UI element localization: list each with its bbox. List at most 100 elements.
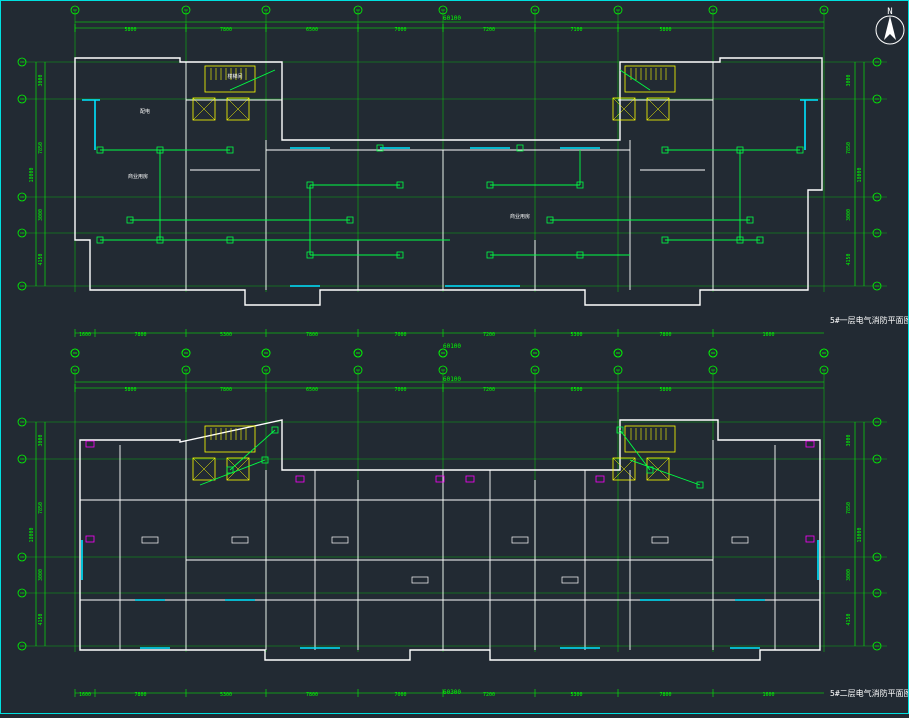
fire-device-1: [271, 426, 279, 434]
right-dim-0: 3000: [846, 74, 852, 86]
sanitary-fixture-0: [85, 535, 95, 543]
top-dim-4: 7200: [483, 27, 495, 33]
top-dim-2: 6500: [306, 387, 318, 393]
right-dim-0: 3000: [846, 434, 852, 446]
axis-bubble-left-3: [17, 228, 27, 238]
axis-bubble-bottom-2: [261, 348, 271, 358]
fire-device-25: [516, 144, 524, 152]
fire-device-17: [661, 236, 669, 244]
axis-bubble-left-1: [17, 94, 27, 104]
fire-device-5: [226, 236, 234, 244]
bottom-dim-6: 5300: [570, 692, 582, 698]
sanitary-fixture-6: [435, 475, 445, 483]
fire-device-15: [736, 146, 744, 154]
fire-device-7: [396, 181, 404, 189]
left-dim-2: 3000: [38, 569, 44, 581]
fire-device-22: [126, 216, 134, 224]
plan2-total-dim: 60100: [443, 376, 461, 383]
fire-device-5: [696, 481, 704, 489]
top-dim-3: 7000: [394, 387, 406, 393]
elevator-x2-0-a: [192, 97, 216, 121]
fire-device-21: [546, 216, 554, 224]
axis-bubble-top-1: [181, 365, 191, 375]
right-dim-1: 7850: [846, 142, 852, 154]
axis-bubble-top-8: [819, 5, 829, 15]
axis-bubble-left-4: [17, 281, 27, 291]
axis-bubble-right-3: [872, 228, 882, 238]
top-dim-6: 5800: [659, 27, 671, 33]
axis-bubble-left-1: [17, 454, 27, 464]
fire-device-4: [616, 426, 624, 434]
axis-bubble-left-4: [17, 641, 27, 651]
elevator-x2-1-b: [646, 457, 670, 481]
elevator-0-b: [226, 97, 250, 121]
wiring-run-3: [629, 459, 701, 486]
bottom-dim-1: 7800: [134, 692, 146, 698]
fire-device-14: [661, 146, 669, 154]
top-dim-0: 5800: [124, 27, 136, 33]
furniture-4: [511, 536, 529, 544]
elevator-x2-0-b: [226, 457, 250, 481]
axis-bubble-top-7: [708, 365, 718, 375]
bottom-dim-8: 1600: [762, 692, 774, 698]
sanitary-fixture-3: [805, 440, 815, 448]
right-dim-3: 4150: [846, 613, 852, 625]
room-label-1: 配电: [140, 108, 150, 115]
axis-bubble-top-3: [353, 5, 363, 15]
axis-bubble-right-4: [872, 281, 882, 291]
axis-bubble-top-4: [438, 5, 448, 15]
bottom-dim-6: 5300: [570, 332, 582, 338]
right-total-depth: 18000: [857, 167, 863, 182]
room-label-3: 商业用房: [510, 213, 530, 220]
axis-bubble-right-1: [872, 94, 882, 104]
furniture-2: [331, 536, 349, 544]
fire-device-6: [306, 181, 314, 189]
axis-bubble-top-7: [708, 5, 718, 15]
fire-device-0: [226, 466, 234, 474]
fire-device-1: [156, 146, 164, 154]
bottom-dim-5: 7200: [483, 332, 495, 338]
axis-bubble-right-4: [872, 641, 882, 651]
north-arrow-pointer: [884, 16, 896, 40]
axis-bubble-top-0: [70, 365, 80, 375]
axis-bubble-right-2: [872, 552, 882, 562]
axis-bubble-bottom-6: [613, 348, 623, 358]
axis-bubble-right-0: [872, 57, 882, 67]
axis-bubble-top-0: [70, 5, 80, 15]
wiring-run-1: [199, 459, 266, 486]
top-dim-5: 7100: [570, 27, 582, 33]
fire-device-24: [376, 144, 384, 152]
bottom-dim-4: 7000: [394, 692, 406, 698]
axis-bubble-top-2: [261, 365, 271, 375]
furniture-1: [231, 536, 249, 544]
sanitary-fixture-1: [805, 535, 815, 543]
wiring-run-16: [619, 69, 651, 91]
axis-bubble-top-6: [613, 365, 623, 375]
wiring-run-0: [229, 429, 276, 471]
left-dim-2: 3000: [38, 209, 44, 221]
left-total-depth: 18000: [29, 527, 35, 542]
bottom-dim-0: 1600: [79, 332, 91, 338]
furniture-0: [141, 536, 159, 544]
elevator-1-a: [612, 97, 636, 121]
bottom-dim-7: 7800: [659, 332, 671, 338]
fire-device-9: [396, 251, 404, 259]
plan1-bottom-total-dim: 60100: [443, 343, 461, 350]
left-dim-3: 4150: [38, 253, 44, 265]
fire-device-2: [226, 146, 234, 154]
left-dim-0: 3000: [38, 434, 44, 446]
plan1-total-dim: 60100: [443, 15, 461, 22]
right-dim-2: 3000: [846, 209, 852, 221]
left-dim-0: 3000: [38, 74, 44, 86]
bottom-dim-3: 7800: [306, 332, 318, 338]
right-dim-1: 7850: [846, 502, 852, 514]
axis-bubble-bottom-1: [181, 348, 191, 358]
fire-device-4: [156, 236, 164, 244]
furniture-3: [411, 576, 429, 584]
fire-device-13: [576, 251, 584, 259]
fire-device-3: [96, 236, 104, 244]
top-dim-5: 6500: [570, 387, 582, 393]
axis-bubble-top-8: [819, 365, 829, 375]
